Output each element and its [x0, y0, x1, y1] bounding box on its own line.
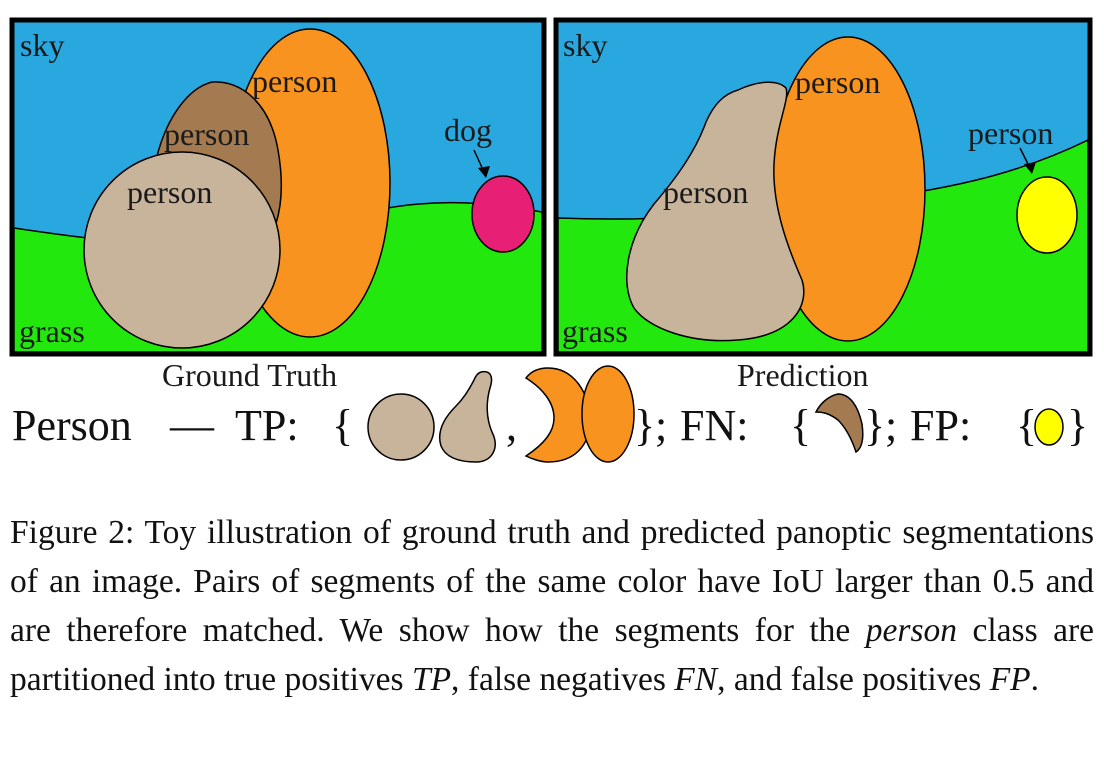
legend-semicolon-1: ;: [655, 401, 667, 450]
legend-fn-label: FN:: [680, 401, 748, 450]
pred-person-beige-segment: [626, 81, 805, 342]
pred-person-yellow-label: person: [968, 115, 1053, 151]
legend-tp-close-brace: }: [634, 401, 655, 450]
caption-end: .: [1030, 661, 1040, 698]
legend-tp-label: TP:: [235, 401, 299, 450]
gt-frame: [9, 17, 547, 357]
legend-fp-label: FP:: [910, 401, 971, 450]
caption-fp: FP: [989, 661, 1031, 698]
legend-class-name: Person: [12, 401, 132, 450]
gt-person-brown-label: person: [164, 116, 249, 152]
gt-dog-segment: [471, 175, 535, 253]
tp-pred-beige-blob-icon: [439, 370, 496, 463]
fp-yellow-segment-icon: [1034, 408, 1064, 446]
tp-gt-orange-crescent-icon: [524, 367, 591, 463]
legend-fp-open-brace: {: [1016, 401, 1037, 450]
gt-grass-label: grass: [19, 313, 85, 349]
figure-diagram: sky grass person person person dog sky g…: [9, 17, 1093, 463]
caption-lead: Figure 2: Toy illustration of ground tru…: [10, 514, 1094, 649]
pred-yellow-arrowhead: [1024, 162, 1036, 174]
caption-sep1: , false negatives: [451, 661, 675, 698]
tp-gt-beige-circle-icon: [367, 393, 435, 461]
ground-truth-panel: sky grass person person person dog: [9, 17, 547, 357]
legend-tp-comma: ,: [506, 401, 517, 450]
prediction-panel: sky grass person person person: [553, 17, 1093, 357]
pred-grass-label: grass: [562, 313, 628, 349]
prediction-title: Prediction: [737, 357, 869, 393]
gt-person-orange-label: person: [252, 63, 337, 99]
caption-fn: FN: [674, 661, 718, 698]
pred-person-yellow-segment: [1016, 176, 1078, 254]
legend-tp-open-brace: {: [332, 401, 353, 450]
figure-caption: Figure 2: Toy illustration of ground tru…: [10, 508, 1094, 704]
person-partition-legend: Person — TP: { , } ; FN: { } ; FP: { }: [12, 365, 1088, 463]
gt-dog-label: dog: [444, 112, 492, 148]
pred-person-beige-label: person: [663, 174, 748, 210]
fn-brown-segment-icon: [814, 393, 864, 454]
pred-person-orange-label: person: [795, 64, 880, 100]
legend-fn-open-brace: {: [790, 401, 811, 450]
caption-sep2: , and false positives: [717, 661, 990, 698]
legend-fp-close-brace: }: [1067, 401, 1088, 450]
gt-sky-label: sky: [20, 27, 64, 63]
pred-sky-label: sky: [563, 27, 607, 63]
gt-person-beige-label: person: [127, 174, 212, 210]
legend-semicolon-2: ;: [885, 401, 897, 450]
gt-dog-arrowhead: [478, 166, 490, 178]
caption-mid: class are partitioned into true positive…: [10, 612, 1095, 698]
legend-fn-close-brace: }: [864, 401, 885, 450]
ground-truth-title: Ground Truth: [162, 357, 337, 393]
caption-tp: TP: [411, 661, 452, 698]
tp-pred-orange-ellipse-icon: [581, 365, 635, 463]
gt-person-beige-segment: [83, 151, 281, 349]
legend-dash: —: [169, 401, 215, 450]
caption-class-italic: person: [865, 612, 957, 649]
pred-frame: [553, 17, 1093, 357]
